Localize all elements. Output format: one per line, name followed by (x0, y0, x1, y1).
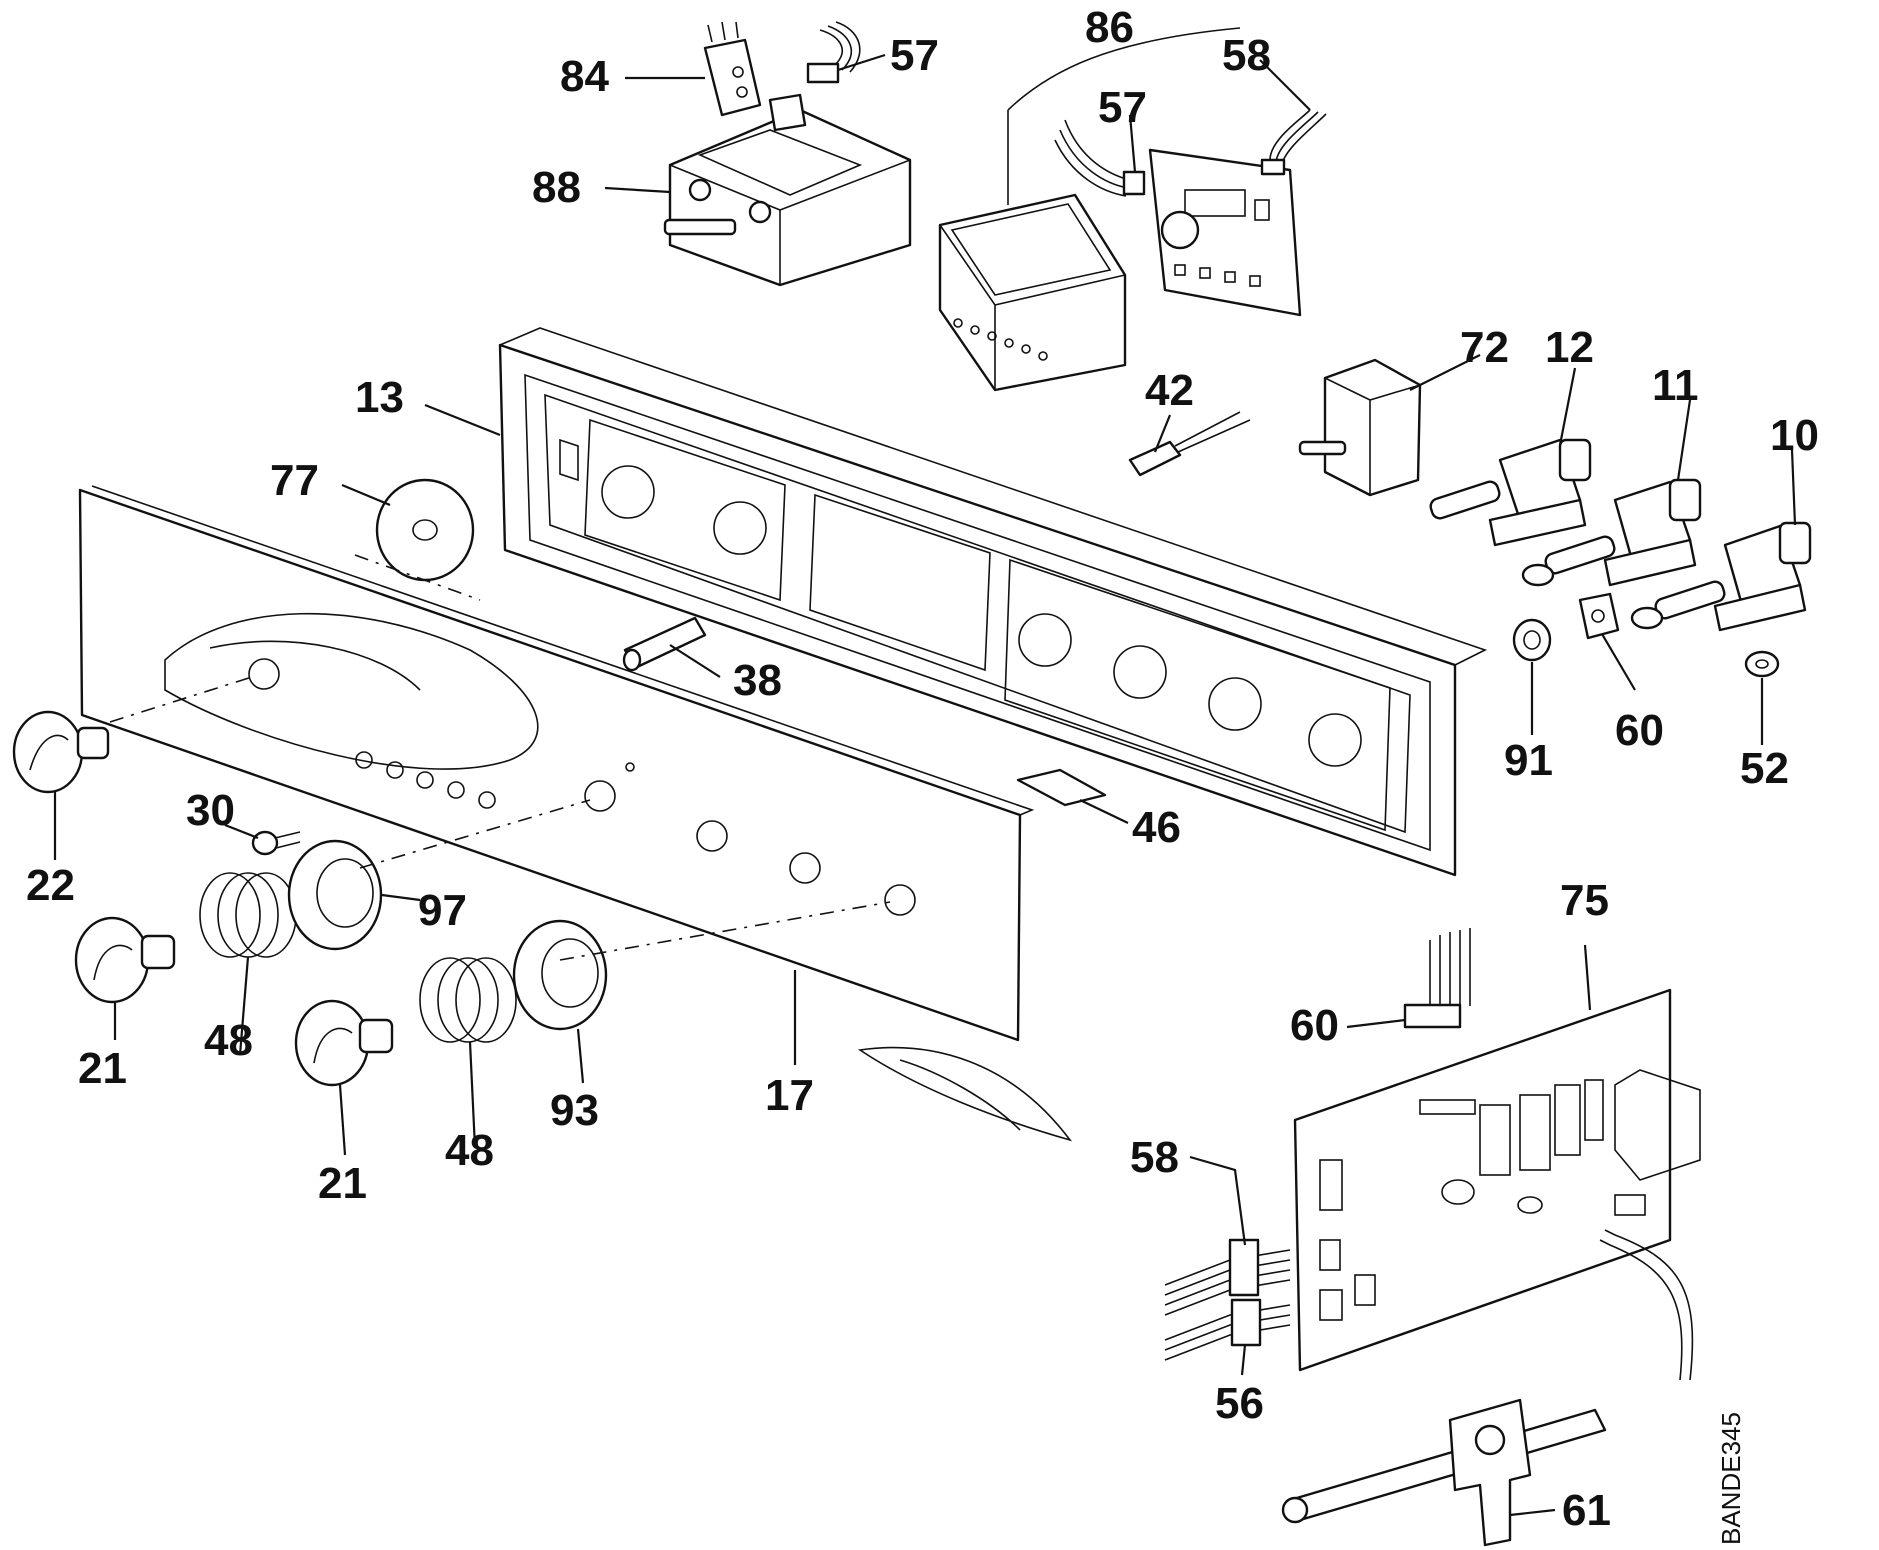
part-13-control-panel-frame[interactable] (498, 327, 1488, 877)
part-60-ribbon-connector[interactable] (1403, 928, 1471, 1029)
part-86-display-pcb[interactable] (1148, 148, 1302, 317)
label-48-right: 48 (445, 1126, 494, 1175)
label-12: 12 (1545, 323, 1594, 372)
part-52-washer[interactable] (1521, 563, 1780, 678)
label-57-middle: 57 (1098, 83, 1147, 132)
part-72-thermostat[interactable] (1298, 358, 1422, 497)
label-10: 10 (1770, 411, 1819, 460)
part-57-connector-top[interactable] (806, 21, 861, 84)
part-number-labels: 84 57 86 58 57 88 72 12 11 10 13 42 77 3… (26, 3, 1819, 1535)
part-21-knob-b[interactable] (294, 999, 394, 1087)
label-77: 77 (270, 456, 319, 505)
part-56-harness[interactable] (1164, 1298, 1291, 1361)
part-91-spacer[interactable] (1512, 618, 1552, 662)
part-12-gas-tap[interactable] (1429, 438, 1592, 547)
label-93: 93 (550, 1086, 599, 1135)
label-60-bottom: 60 (1290, 1001, 1339, 1050)
part-10-gas-tap[interactable] (1654, 521, 1812, 632)
label-97: 97 (418, 886, 467, 935)
part-42-probe[interactable] (1128, 411, 1251, 477)
panel-knob-cutouts (601, 465, 1362, 767)
part-97-bezel[interactable] (287, 839, 383, 951)
label-72: 72 (1460, 323, 1509, 372)
part-58-harness[interactable] (1164, 1238, 1291, 1316)
label-58-bottom: 58 (1130, 1133, 1179, 1182)
label-91: 91 (1504, 736, 1553, 785)
part-88-programmer-housing[interactable] (663, 93, 912, 287)
label-86: 86 (1085, 3, 1134, 52)
label-57-top: 57 (890, 31, 939, 80)
part-93-bezel[interactable] (512, 919, 608, 1031)
label-52: 52 (1740, 744, 1789, 793)
part-11-gas-tap[interactable] (1544, 478, 1702, 587)
label-17: 17 (765, 1071, 814, 1120)
label-13: 13 (355, 373, 404, 422)
part-46-clip[interactable] (1016, 768, 1107, 807)
part-48-spring-b[interactable] (419, 957, 517, 1043)
part-61-rod-bracket[interactable] (1281, 1229, 1694, 1547)
fascia-holes (248, 658, 916, 916)
label-60-top: 60 (1615, 706, 1664, 755)
label-48-left: 48 (204, 1016, 253, 1065)
label-21-left: 21 (78, 1044, 127, 1093)
brand-badge (857, 1046, 1073, 1142)
part-38-lamp[interactable] (622, 616, 707, 672)
part-17-front-fascia[interactable] (78, 485, 1035, 1042)
part-77-disc[interactable] (375, 478, 475, 582)
part-58-ribbon-cable-top[interactable] (1260, 109, 1327, 176)
label-58-top: 58 (1222, 31, 1271, 80)
drawing-code: BANDE345 (1716, 1412, 1746, 1545)
label-61: 61 (1562, 1486, 1611, 1535)
part-48-spring-a[interactable] (199, 872, 297, 958)
label-56: 56 (1215, 1379, 1264, 1428)
part-57-connector-middle[interactable] (1054, 119, 1146, 197)
part-22-knob[interactable] (12, 710, 110, 794)
label-30: 30 (186, 786, 235, 835)
label-46: 46 (1132, 803, 1181, 852)
part-30-button[interactable] (251, 830, 301, 856)
label-38: 38 (733, 656, 782, 705)
label-11: 11 (1652, 361, 1699, 410)
leader-lines (53, 53, 1797, 1517)
label-21-right: 21 (318, 1159, 367, 1208)
label-75: 75 (1560, 876, 1609, 925)
label-88: 88 (532, 163, 581, 212)
part-75-main-pcb[interactable] (1293, 988, 1701, 1372)
part-84-microswitch[interactable] (703, 21, 762, 117)
label-22: 22 (26, 861, 75, 910)
label-84: 84 (560, 52, 609, 101)
part-60-bracket[interactable] (1578, 592, 1620, 640)
display-indicator-dots (953, 318, 1048, 361)
label-42: 42 (1145, 366, 1194, 415)
part-86-display-module[interactable] (938, 27, 1241, 392)
assembly-axes (109, 554, 891, 961)
part-21-knob-a[interactable] (74, 916, 176, 1004)
